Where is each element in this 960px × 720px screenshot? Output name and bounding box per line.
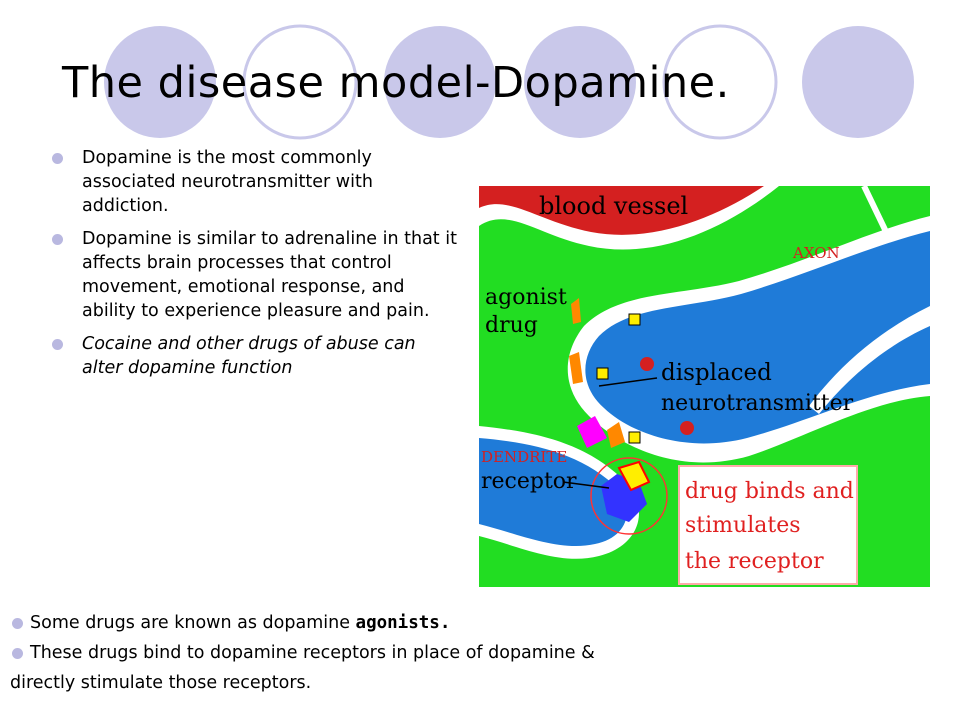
circle-decoration — [104, 26, 216, 138]
slide-title: The disease model-Dopamine. — [62, 58, 730, 108]
bottom-notes: Some drugs are known as dopamine agonist… — [10, 608, 950, 698]
agonist-drug-shape — [569, 352, 583, 384]
label-receptor: receptor — [481, 469, 577, 494]
neurotransmitter-square — [628, 431, 641, 444]
label-blood-vessel: blood vessel — [539, 192, 688, 220]
bullet-item: Cocaine and other drugs of abuse can alt… — [48, 332, 458, 380]
drug-bound — [617, 460, 651, 492]
bullet-text: Cocaine and other drugs of abuse can alt… — [82, 334, 416, 378]
bullet-text: Dopamine is similar to adrenaline in tha… — [82, 229, 457, 321]
bullet-item: Dopamine is similar to adrenaline in tha… — [48, 227, 458, 323]
label-agonist: agonist — [485, 285, 567, 310]
label-neurotransmitter: neurotransmitter — [661, 391, 854, 416]
bottom-bold-term: agonists. — [355, 613, 451, 633]
axon-branch — [809, 306, 930, 414]
pointer-line — [598, 377, 658, 387]
pointer-line — [861, 186, 892, 240]
receptor-highlight — [590, 457, 668, 535]
synapse-diagram: blood vessel AXON agonist drug displaced… — [479, 186, 930, 587]
bullet-text: Dopamine is the most commonly associated… — [82, 148, 373, 216]
circle-decoration — [384, 26, 496, 138]
decorative-circles — [104, 24, 914, 140]
bullet-item: Dopamine is the most commonly associated… — [48, 146, 458, 218]
neurotransmitter-square — [628, 313, 641, 326]
label-axon: AXON — [792, 244, 840, 262]
bullet-dot-icon — [12, 648, 23, 659]
label-displaced: displaced — [661, 360, 772, 386]
label-dendrite: DENDRITE — [481, 448, 567, 466]
bullet-dot-icon — [52, 234, 63, 245]
bullet-dot-icon — [12, 618, 23, 629]
bottom-text: These drugs bind to dopamine receptors i… — [30, 643, 595, 663]
agonist-drug-shape — [607, 422, 625, 448]
label-stimulates: stimulates — [685, 513, 801, 538]
label-the-receptor: the receptor — [685, 549, 824, 574]
circle-decoration — [802, 26, 914, 138]
bullet-dot-icon — [52, 153, 63, 164]
circle-decoration — [242, 24, 358, 140]
displaced-neurotransmitter — [680, 421, 694, 435]
drug-molecule — [577, 416, 607, 448]
bullet-dot-icon — [52, 339, 63, 350]
agonist-drug-shape — [571, 298, 581, 324]
bullet-list: Dopamine is the most commonly associated… — [48, 146, 458, 389]
bottom-text: Some drugs are known as dopamine — [30, 613, 356, 633]
displaced-neurotransmitter — [640, 357, 654, 371]
axon-body — [585, 231, 930, 444]
dendrite-body — [479, 438, 627, 546]
circle-decoration — [524, 26, 636, 138]
bottom-line: These drugs bind to dopamine receptors i… — [10, 638, 950, 668]
label-drug: drug — [485, 313, 538, 338]
label-binds: drug binds and — [685, 479, 854, 504]
blood-vessel — [479, 186, 764, 235]
neurotransmitter-square — [596, 367, 609, 380]
bottom-line: Some drugs are known as dopamine agonist… — [10, 608, 950, 638]
circle-decoration — [662, 24, 778, 140]
bottom-continuation: directly stimulate those receptors. — [10, 673, 312, 693]
pointer-line — [562, 481, 610, 489]
callout-box — [678, 465, 858, 585]
